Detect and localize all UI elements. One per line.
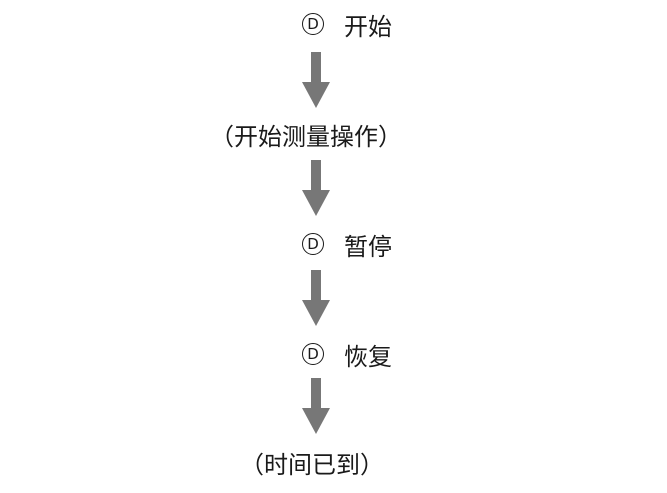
d-button-icon: D [302, 233, 324, 255]
step-pause-label: 暂停 [344, 232, 392, 261]
step-time-up: （时间已到） [240, 442, 384, 482]
down-arrow-icon [302, 270, 330, 326]
step-start: D 开始 [302, 4, 392, 44]
d-button-icon: D [302, 13, 324, 35]
d-button-icon: D [302, 343, 324, 365]
step-resume: D 恢复 [302, 334, 392, 374]
down-arrow-icon [302, 52, 330, 108]
down-arrow-icon [302, 160, 330, 216]
step-start-measurement-label: （开始测量操作） [210, 122, 402, 151]
step-pause: D 暂停 [302, 224, 392, 264]
step-resume-label: 恢复 [344, 342, 392, 371]
step-time-up-label: （时间已到） [240, 450, 384, 479]
step-start-label: 开始 [344, 12, 392, 41]
step-start-measurement: （开始测量操作） [210, 114, 402, 154]
down-arrow-icon [302, 378, 330, 434]
